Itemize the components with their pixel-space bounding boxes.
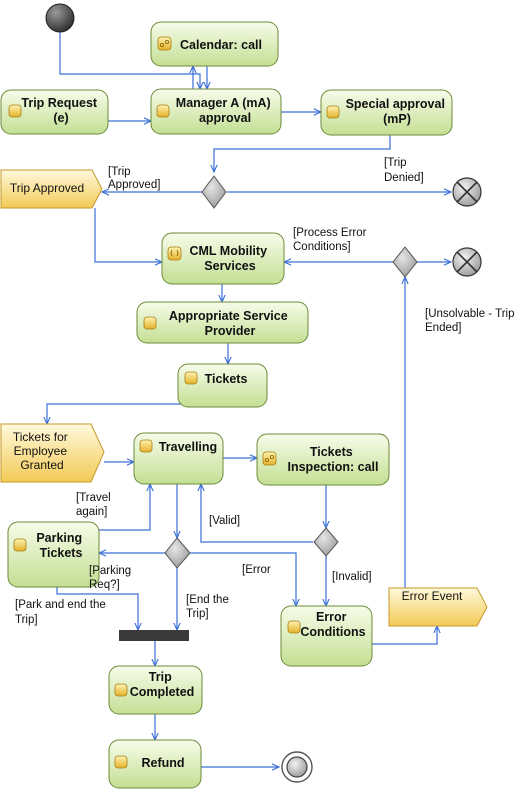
action-label: Special approval (mP)	[346, 97, 449, 126]
action-cml-mobility-services: CML Mobility Services	[161, 232, 285, 285]
action-tickets-inspection-call: Tickets Inspection: call	[256, 433, 390, 486]
action-icon	[114, 683, 128, 697]
flow-final-node-denied	[452, 177, 482, 207]
action-trip-completed: Trip Completed	[108, 665, 203, 715]
action-trip-request: Trip Request (e)	[0, 89, 109, 135]
edge-trip-approved-to-cml	[94, 208, 162, 262]
guard-process-error-conditions: [Process Error Conditions]	[293, 227, 370, 253]
signal-label: Error Event	[402, 589, 463, 603]
join-bar	[119, 630, 189, 641]
signal-label: Tickets for Employee Granted	[13, 430, 71, 472]
guard-travel-again: [Travel again]	[76, 492, 114, 518]
action-label: Manager A (mA) approval	[176, 96, 274, 125]
guard-trip-approved: [Trip Approved]	[108, 166, 160, 191]
action-refund: Refund	[108, 739, 202, 789]
edge-special-to-decision	[214, 135, 391, 172]
action-icon	[287, 620, 301, 634]
action-icon	[8, 104, 22, 118]
call-behavior-icon	[157, 36, 172, 51]
action-label: Parking Tickets	[36, 531, 85, 560]
action-label: Travelling	[159, 440, 217, 454]
decision-process-error	[392, 246, 418, 278]
action-icon	[139, 439, 153, 453]
action-label: Trip Request (e)	[21, 96, 100, 125]
action-icon	[143, 316, 157, 330]
action-label: Refund	[141, 756, 184, 770]
action-parking-tickets: Parking Tickets	[7, 521, 100, 588]
action-icon	[13, 538, 27, 552]
guard-valid: [Valid]	[209, 515, 240, 527]
structured-activity-icon	[167, 246, 182, 261]
action-icon	[184, 371, 198, 385]
guard-end-the-trip: [End the Trip]	[186, 594, 232, 620]
guard-park-and-end-trip: [Park and end the Trip]	[15, 599, 109, 626]
edge-decision4-to-error	[190, 552, 296, 606]
initial-node	[45, 3, 75, 33]
edge-error-to-error-event	[372, 626, 437, 645]
edge-parking-to-travelling	[99, 484, 150, 531]
action-calendar-call: Calendar: call	[150, 21, 279, 67]
guard-error: [Error	[242, 564, 271, 576]
action-label: Error Conditions	[300, 610, 365, 639]
action-icon	[326, 105, 340, 119]
action-label: Trip Completed	[130, 670, 195, 699]
signal-label: Trip Approved	[10, 181, 84, 195]
decision-inspection-result	[313, 527, 339, 557]
action-special-approval: Special approval (mP)	[320, 89, 453, 136]
signal-error-event: Error Event	[388, 587, 488, 627]
edge-parking-to-bar	[56, 587, 138, 630]
edge-valid-to-travelling	[201, 484, 313, 543]
action-label: CML Mobility Services	[189, 244, 270, 273]
call-behavior-icon	[262, 451, 277, 466]
edge-start-to-manager	[59, 30, 200, 89]
action-label: Calendar: call	[180, 38, 262, 52]
action-manager-approval: Manager A (mA) approval	[150, 88, 282, 135]
guard-parking-req: [Parking Req?]	[89, 565, 134, 591]
guard-invalid: [Invalid]	[332, 571, 372, 583]
guard-trip-denied: [Trip Denied]	[384, 157, 424, 184]
action-label: Tickets	[205, 372, 248, 386]
signal-tickets-for-employee-granted: Tickets for Employee Granted	[0, 423, 105, 483]
edges	[47, 30, 451, 767]
flow-final-node-unsolvable	[452, 247, 482, 277]
final-node	[281, 751, 313, 783]
action-error-conditions: Error Conditions	[280, 605, 373, 667]
decision-travel-options	[164, 537, 191, 569]
action-label: Appropriate Service Provider	[169, 309, 291, 338]
action-label: Tickets Inspection: call	[288, 445, 379, 474]
action-appropriate-service-provider: Appropriate Service Provider	[136, 301, 309, 344]
action-travelling: Travelling	[133, 432, 224, 485]
action-icon	[156, 104, 170, 118]
signal-trip-approved: Trip Approved	[0, 169, 103, 209]
decision-trip-approval	[201, 175, 227, 209]
guard-unsolvable-trip-ended: [Unsolvable - Trip Ended]	[425, 308, 518, 334]
action-tickets: Tickets	[177, 363, 268, 408]
action-icon	[114, 755, 128, 769]
